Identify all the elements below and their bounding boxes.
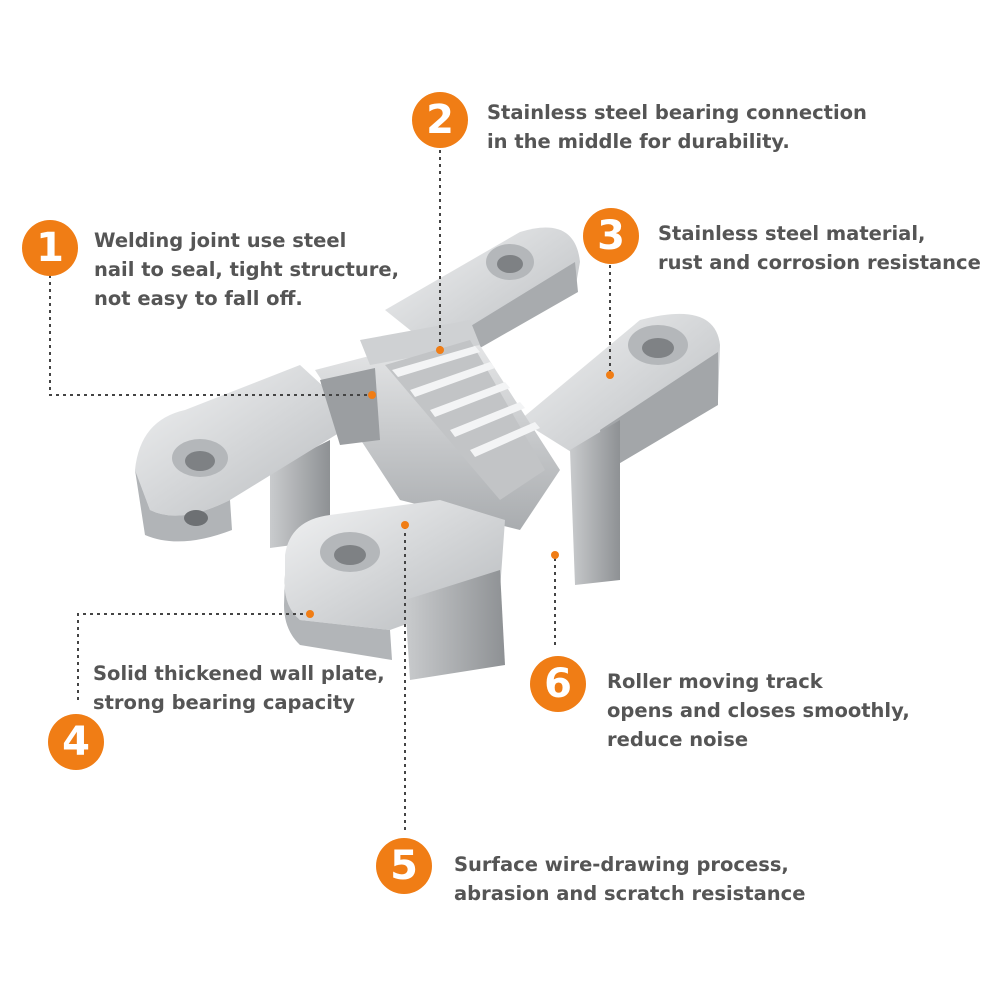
callout-6-line-1: Roller moving track: [607, 670, 823, 693]
badge-4: 4: [48, 714, 104, 770]
callout-2-text: Stainless steel bearing connection in th…: [487, 98, 867, 156]
callout-2-line-1: Stainless steel bearing connection: [487, 101, 867, 124]
hinge-arm-front: [284, 500, 505, 680]
hinge-center-plates: [315, 320, 560, 530]
badge-2: 2: [412, 92, 468, 148]
callout-6-text: Roller moving track opens and closes smo…: [607, 667, 910, 754]
callout-4-line-2: strong bearing capacity: [93, 691, 355, 714]
callout-1-line-1: Welding joint use steel: [94, 229, 347, 252]
callout-3-line-2: rust and corrosion resistance: [658, 251, 981, 274]
callout-3-line-1: Stainless steel material,: [658, 222, 926, 245]
callout-2-line-2: in the middle for durability.: [487, 130, 790, 153]
callout-6-line-3: reduce noise: [607, 728, 749, 751]
callout-1-text: Welding joint use steel nail to seal, ti…: [94, 226, 399, 313]
callout-5-line-2: abrasion and scratch resistance: [454, 882, 806, 905]
hinge-arm-left: [135, 365, 360, 542]
callout-3-text: Stainless steel material, rust and corro…: [658, 219, 981, 277]
badge-3: 3: [583, 208, 639, 264]
callout-6-line-2: opens and closes smoothly,: [607, 699, 910, 722]
callout-5-line-1: Surface wire-drawing process,: [454, 853, 789, 876]
callout-4-text: Solid thickened wall plate, strong beari…: [93, 659, 385, 717]
callout-1-line-2: nail to seal, tight structure,: [94, 258, 399, 281]
callout-4-line-1: Solid thickened wall plate,: [93, 662, 385, 685]
badge-1: 1: [22, 220, 78, 276]
callout-1-line-3: not easy to fall off.: [94, 287, 303, 310]
hinge-arm-right: [520, 313, 720, 585]
badge-5: 5: [376, 838, 432, 894]
badge-6: 6: [530, 656, 586, 712]
callout-5-text: Surface wire-drawing process, abrasion a…: [454, 850, 805, 908]
